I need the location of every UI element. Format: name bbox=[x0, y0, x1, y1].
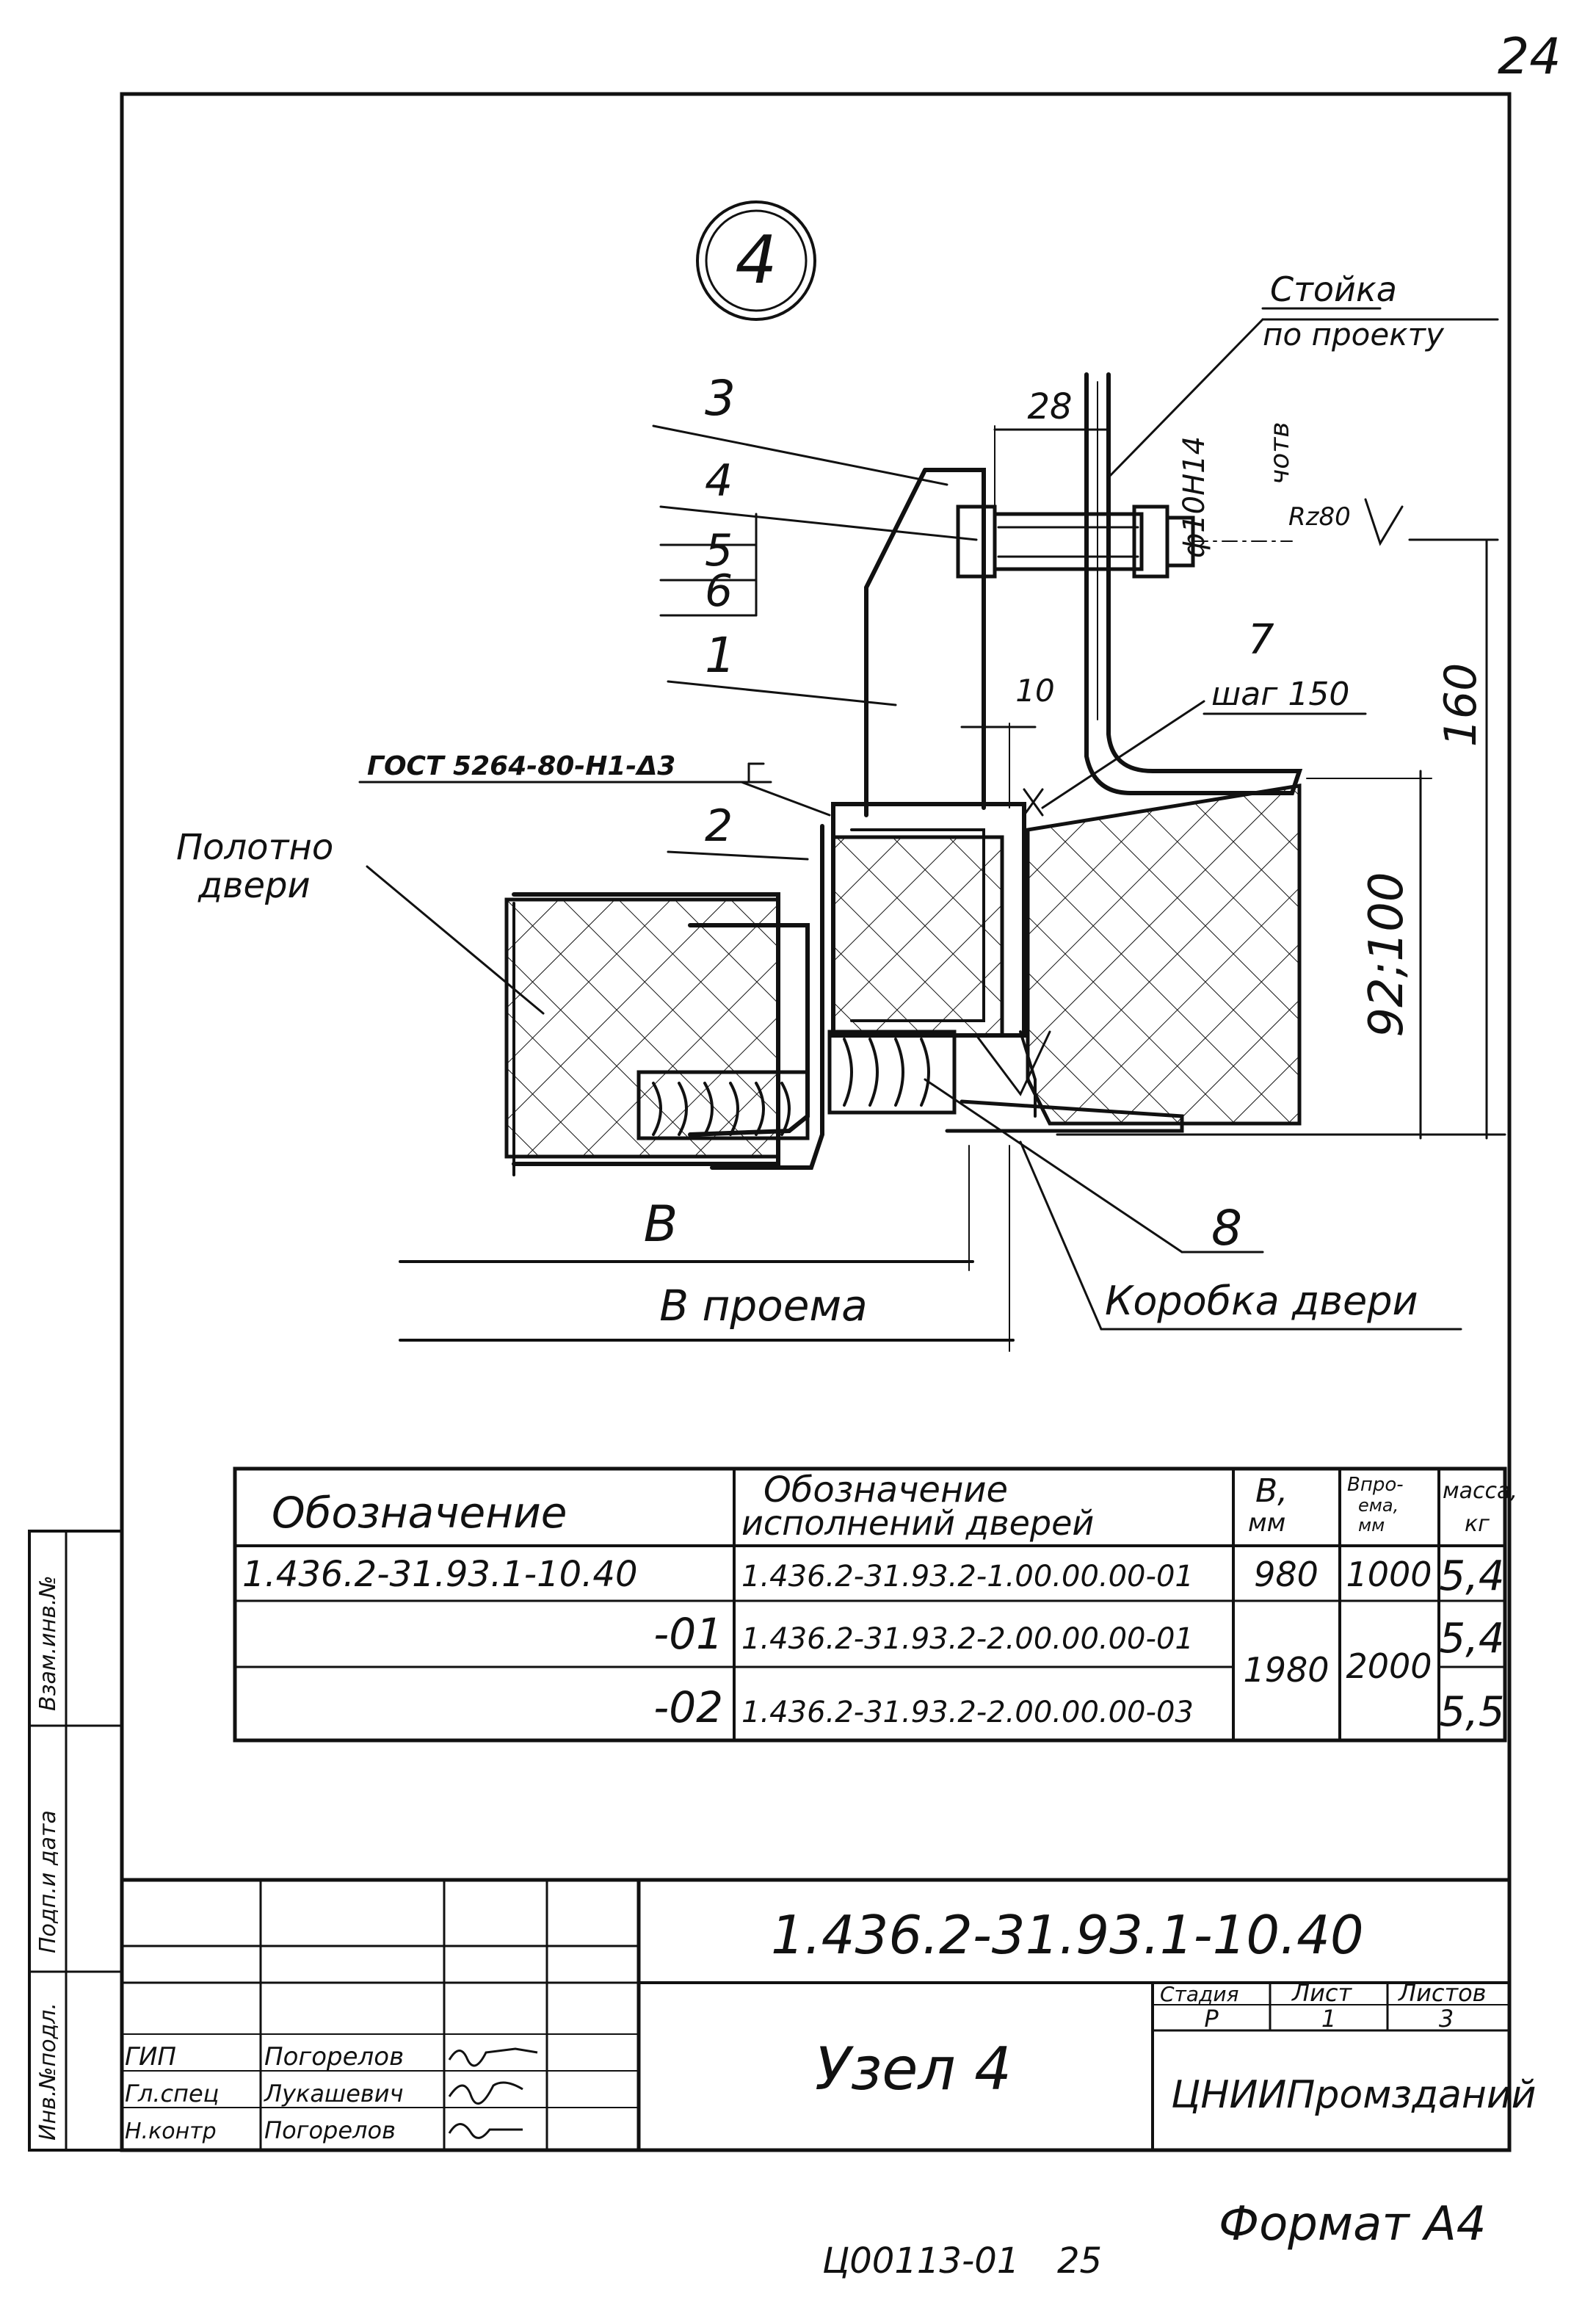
door-leaf-label-line1: Полотно bbox=[176, 827, 333, 868]
dimension-10-value: 10 bbox=[1015, 673, 1054, 709]
callout-5: 5 bbox=[705, 525, 733, 576]
th-designation: Обозначение bbox=[272, 1488, 567, 1538]
dimension-92-value: 92;100 bbox=[1360, 872, 1414, 1037]
cross-section-detail: 28 10 160 92;100 B B п bbox=[176, 270, 1506, 1352]
sheet-value: 1 bbox=[1321, 2005, 1336, 2033]
dimension-160: 160 bbox=[1056, 538, 1506, 1140]
th-b-1: B, bbox=[1255, 1472, 1288, 1510]
role-2: Гл.спец bbox=[125, 2080, 219, 2108]
row3-designation: -02 bbox=[653, 1682, 723, 1732]
callout-6: 6 bbox=[705, 565, 733, 617]
doc-code: 1.436.2-31.93.1-10.40 bbox=[771, 1904, 1364, 1966]
door-seal bbox=[636, 1030, 957, 1140]
drawing-frame bbox=[120, 92, 1512, 2152]
stage-value: Р bbox=[1204, 2005, 1219, 2033]
callout-1: 1 bbox=[705, 627, 736, 684]
dimension-10: 10 bbox=[960, 673, 1055, 809]
dimension-28: 28 bbox=[993, 381, 1110, 507]
callout-8: 8 bbox=[1211, 1200, 1242, 1256]
th-door-variant-2: исполнений дверей bbox=[741, 1503, 1094, 1543]
row1-b-open: 1000 bbox=[1346, 1555, 1432, 1594]
callout-leaders bbox=[358, 318, 1462, 1331]
role-2-name: Лукашевич bbox=[264, 2080, 403, 2108]
role-1-name: Погорелов bbox=[264, 2042, 404, 2072]
sheet-label: Лист bbox=[1291, 1979, 1352, 2007]
row3-door-variant: 1.436.2-31.93.2-2.00.00.00-03 bbox=[741, 1696, 1194, 1729]
sheets-label: Листов bbox=[1398, 1979, 1487, 2007]
bolt-assembly bbox=[956, 504, 1293, 579]
side-stamp-inv-replace: Взам.инв.№ bbox=[35, 1575, 61, 1711]
door-leaf-label-line2: двери bbox=[197, 865, 311, 906]
dimension-28-value: 28 bbox=[1027, 386, 1072, 427]
row1-mass: 5,4 bbox=[1439, 1552, 1504, 1600]
signatures bbox=[448, 2047, 538, 2139]
page-number: 24 bbox=[1498, 28, 1561, 86]
leaf-edge-insulation bbox=[831, 835, 1004, 1038]
title-block: 1.436.2-31.93.1-10.40 Узел 4 Стадия Лист… bbox=[122, 1878, 1536, 2150]
door-frame-label: Коробка двери bbox=[1105, 1278, 1418, 1324]
th-door-variant-1: Обозначение bbox=[763, 1469, 1008, 1511]
row1-b: 980 bbox=[1254, 1555, 1318, 1594]
role-3: Н.контр bbox=[125, 2119, 217, 2144]
gost-weld-spec: ГОСТ 5264-80-Н1-Δ3 bbox=[367, 751, 675, 781]
row3-mass: 5,5 bbox=[1439, 1688, 1504, 1736]
frame-insulation bbox=[1026, 784, 1302, 1126]
door-leaf-insulation bbox=[504, 897, 780, 1159]
th-mass-1: масса, bbox=[1443, 1478, 1517, 1504]
row2-mass: 5,4 bbox=[1439, 1615, 1504, 1663]
post-label-line1: Стойка bbox=[1270, 270, 1397, 309]
spec-table: Обозначение Обозначение исполнений двере… bbox=[233, 1466, 1517, 1743]
bolt-hole-spec-2: чотв bbox=[1265, 422, 1295, 485]
row1-designation: 1.436.2-31.93.1-10.40 bbox=[242, 1554, 637, 1595]
th-b-2: мм bbox=[1248, 1508, 1285, 1538]
node-marker-label: 4 bbox=[735, 222, 777, 299]
row2-designation: -01 bbox=[653, 1609, 723, 1659]
stage-label: Стадия bbox=[1160, 1982, 1238, 2006]
sheets-value: 3 bbox=[1439, 2005, 1454, 2033]
callout-2: 2 bbox=[705, 800, 733, 852]
th-b-open-1: Bпро- bbox=[1347, 1474, 1404, 1496]
row2-b: 1980 bbox=[1243, 1650, 1329, 1690]
node-title: Узел 4 bbox=[815, 2035, 1012, 2103]
row2-door-variant: 1.436.2-31.93.2-2.00.00.00-01 bbox=[741, 1622, 1194, 1656]
archive-page: 25 bbox=[1057, 2240, 1102, 2282]
bolt-hole-spec: ф10Н14 bbox=[1178, 436, 1211, 558]
callout-4: 4 bbox=[705, 455, 733, 507]
archive-code: Ц00113-01 bbox=[822, 2240, 1019, 2282]
th-mass-2: кг bbox=[1465, 1511, 1490, 1537]
role-1: ГИП bbox=[125, 2042, 176, 2072]
roughness-mark: Rz80 bbox=[1288, 502, 1351, 532]
role-3-name: Погорелов bbox=[264, 2116, 396, 2144]
dimension-92-100: 92;100 bbox=[1306, 770, 1432, 1140]
dimension-160-value: 160 bbox=[1435, 663, 1487, 748]
th-b-open-3: мм bbox=[1358, 1515, 1385, 1535]
callout-7: 7 bbox=[1248, 616, 1274, 664]
node-marker: 4 bbox=[696, 200, 816, 321]
row1-door-variant: 1.436.2-31.93.2-1.00.00.00-01 bbox=[741, 1560, 1194, 1594]
th-b-open-2: ема, bbox=[1358, 1495, 1399, 1516]
format-label: Формат А4 bbox=[1219, 2197, 1487, 2251]
dimension-b: B B проема bbox=[399, 1145, 1015, 1352]
callout-3: 3 bbox=[705, 370, 736, 427]
post-label-line2: по проекту bbox=[1263, 316, 1445, 352]
side-stamp-sign-date: Подп.и дата bbox=[35, 1810, 61, 1953]
organization: ЦНИИПромзданий bbox=[1171, 2073, 1536, 2117]
step-label: шаг 150 bbox=[1211, 676, 1349, 713]
dimension-b-opening-label: B проема bbox=[659, 1281, 867, 1331]
row2-b-open: 2000 bbox=[1346, 1646, 1432, 1686]
dimension-b-label: B bbox=[644, 1195, 678, 1254]
side-stamp: Взам.инв.№ Подп.и дата Инв.№подл. bbox=[28, 1530, 122, 2152]
side-stamp-inv-orig: Инв.№подл. bbox=[35, 2003, 61, 2141]
